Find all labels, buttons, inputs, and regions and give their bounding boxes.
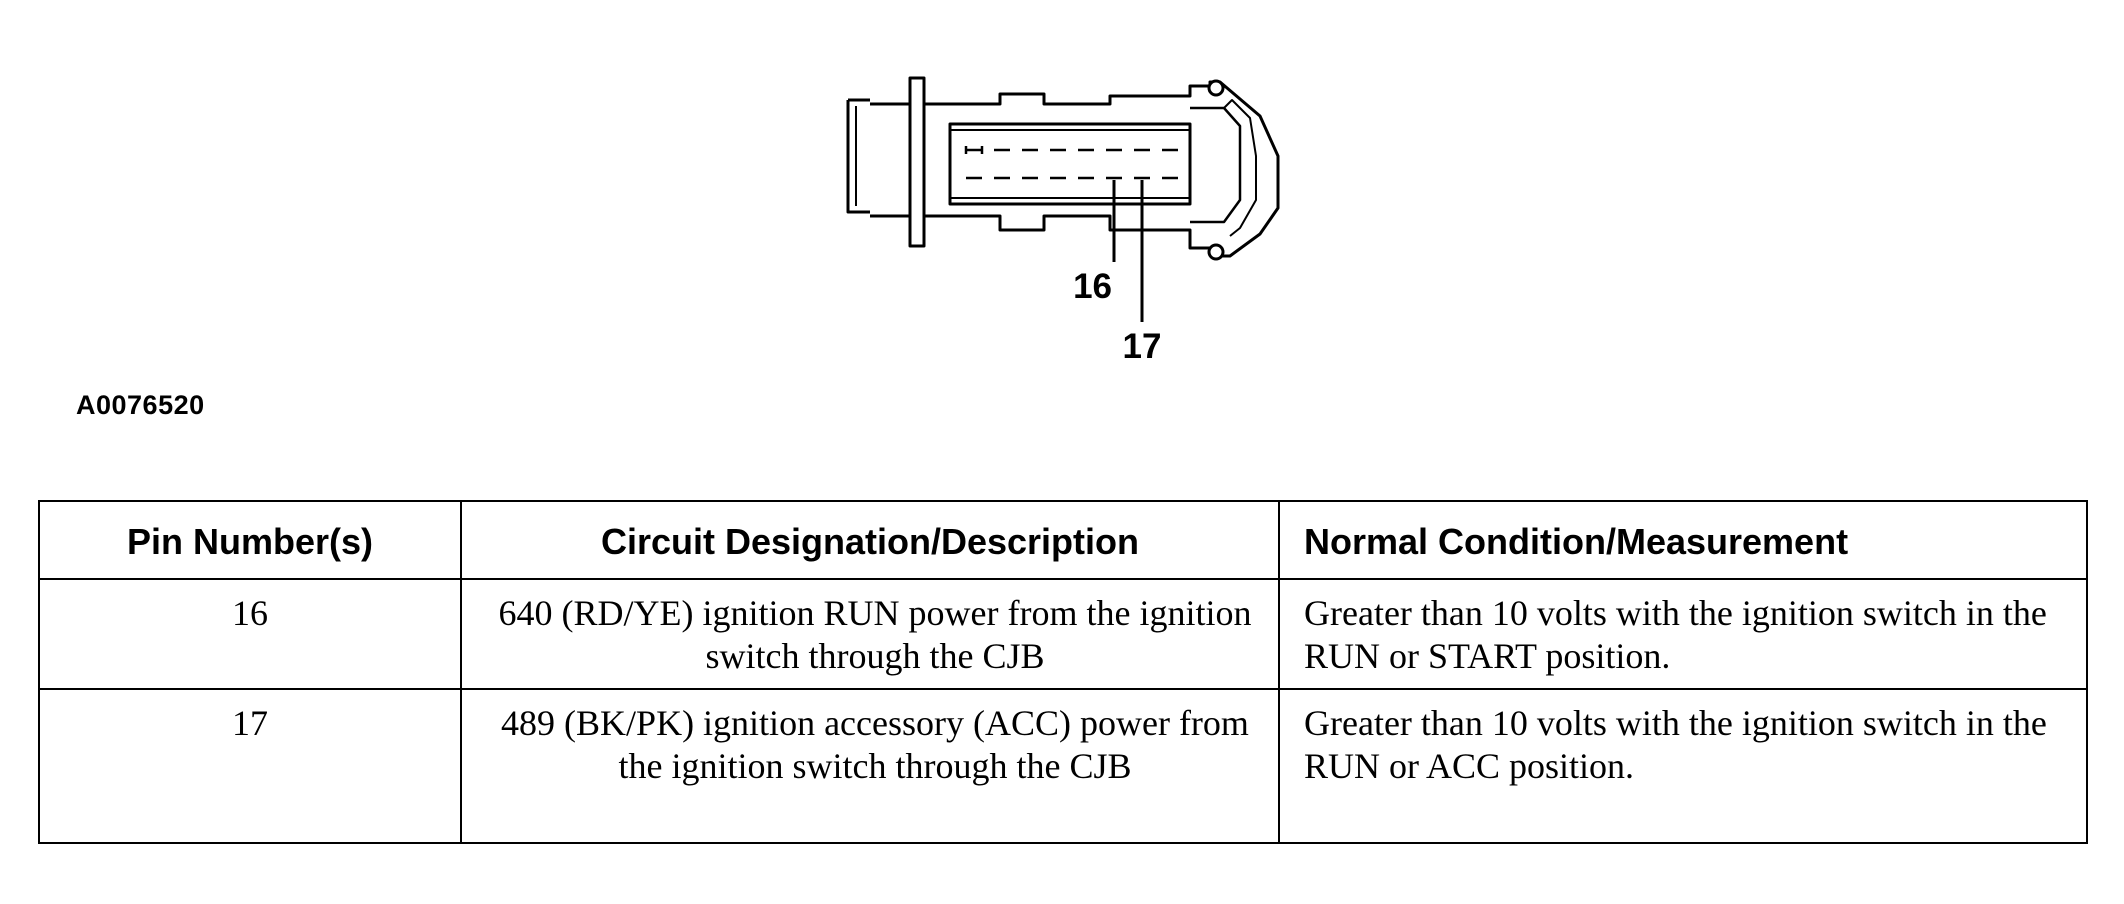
header-normal-condition: Normal Condition/Measurement: [1278, 500, 2088, 580]
connector-face: [948, 122, 1192, 206]
callout-label-17: 17: [1123, 327, 1162, 366]
table-header-row: Pin Number(s) Circuit Designation/Descri…: [38, 500, 2088, 580]
cell-circuit-description: 489 (BK/PK) ignition accessory (ACC) pow…: [460, 688, 1280, 844]
connector-flange: [908, 76, 926, 248]
cell-normal-condition: Greater than 10 volts with the ignition …: [1278, 578, 2088, 690]
connector-diagram: 16 17: [820, 60, 1300, 380]
latch-knob-bottom: [1207, 243, 1225, 261]
connector-rear-stub: [846, 98, 870, 214]
header-circuit-description: Circuit Designation/Description: [460, 500, 1280, 580]
cell-normal-condition: Greater than 10 volts with the ignition …: [1278, 688, 2088, 844]
connector-drawing: 16 17: [846, 76, 1280, 366]
latch-knob-top: [1207, 79, 1225, 97]
cell-pin-number: 17: [38, 688, 462, 844]
callout-label-16: 16: [1073, 267, 1112, 306]
header-pin-number: Pin Number(s): [38, 500, 462, 580]
table-row: 16 640 (RD/YE) ignition RUN power from t…: [38, 578, 2088, 690]
cell-circuit-description: 640 (RD/YE) ignition RUN power from the …: [460, 578, 1280, 690]
connector-latch: [1223, 99, 1257, 237]
connector-housing-outline: [870, 80, 1280, 258]
table-row: 17 489 (BK/PK) ignition accessory (ACC) …: [38, 688, 2088, 844]
cavity-row-top: [964, 146, 1178, 154]
connector-shoulder: [1190, 106, 1242, 224]
cell-pin-number: 16: [38, 578, 462, 690]
figure-id: A0076520: [76, 390, 205, 420]
pin-table: Pin Number(s) Circuit Designation/Descri…: [38, 500, 2088, 844]
